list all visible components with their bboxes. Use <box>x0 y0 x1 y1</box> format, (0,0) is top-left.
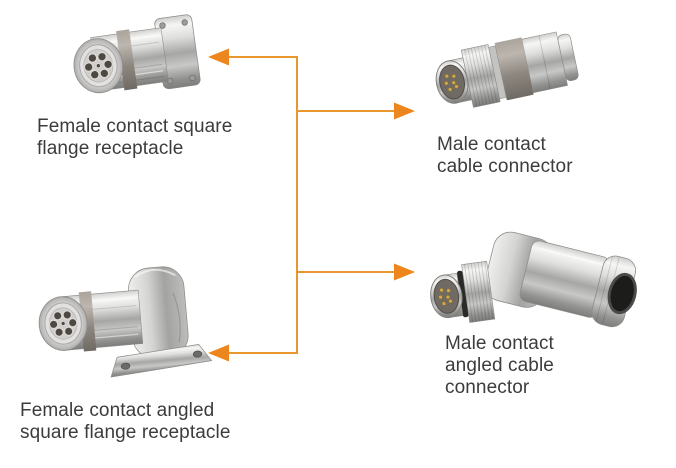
label-line: angled cable <box>445 355 554 376</box>
label-line: Male contact <box>445 333 554 354</box>
arrow-to-female-square-flange-receptacle <box>208 48 229 66</box>
label-male-angled-cable-connector: Male contact angled cable connector <box>445 333 554 399</box>
male-angled-cable-connector-image <box>417 226 651 338</box>
arrow-to-female-angled-square-flange-receptacle <box>208 344 229 362</box>
arrow-to-male-angled-cable-connector <box>394 263 415 281</box>
label-line: Female contact angled <box>20 400 215 421</box>
label-line: cable connector <box>437 156 573 177</box>
male-cable-connector-image <box>421 10 583 132</box>
label-line: flange receptacle <box>37 138 184 159</box>
label-line: Female contact square <box>37 116 233 137</box>
label-line: Male contact <box>437 134 546 155</box>
label-male-cable-connector: Male contact cable connector <box>437 134 573 178</box>
label-line: square flange receptacle <box>20 422 231 443</box>
female-angled-square-flange-receptacle-image <box>32 258 214 394</box>
female-square-flange-receptacle-image <box>66 9 206 109</box>
label-line: connector <box>445 377 530 398</box>
label-female-square-flange-receptacle: Female contact square flange receptacle <box>37 116 232 160</box>
arrow-to-male-cable-connector <box>394 102 415 120</box>
label-female-angled-square-flange-receptacle: Female contact angled square flange rece… <box>20 400 230 444</box>
